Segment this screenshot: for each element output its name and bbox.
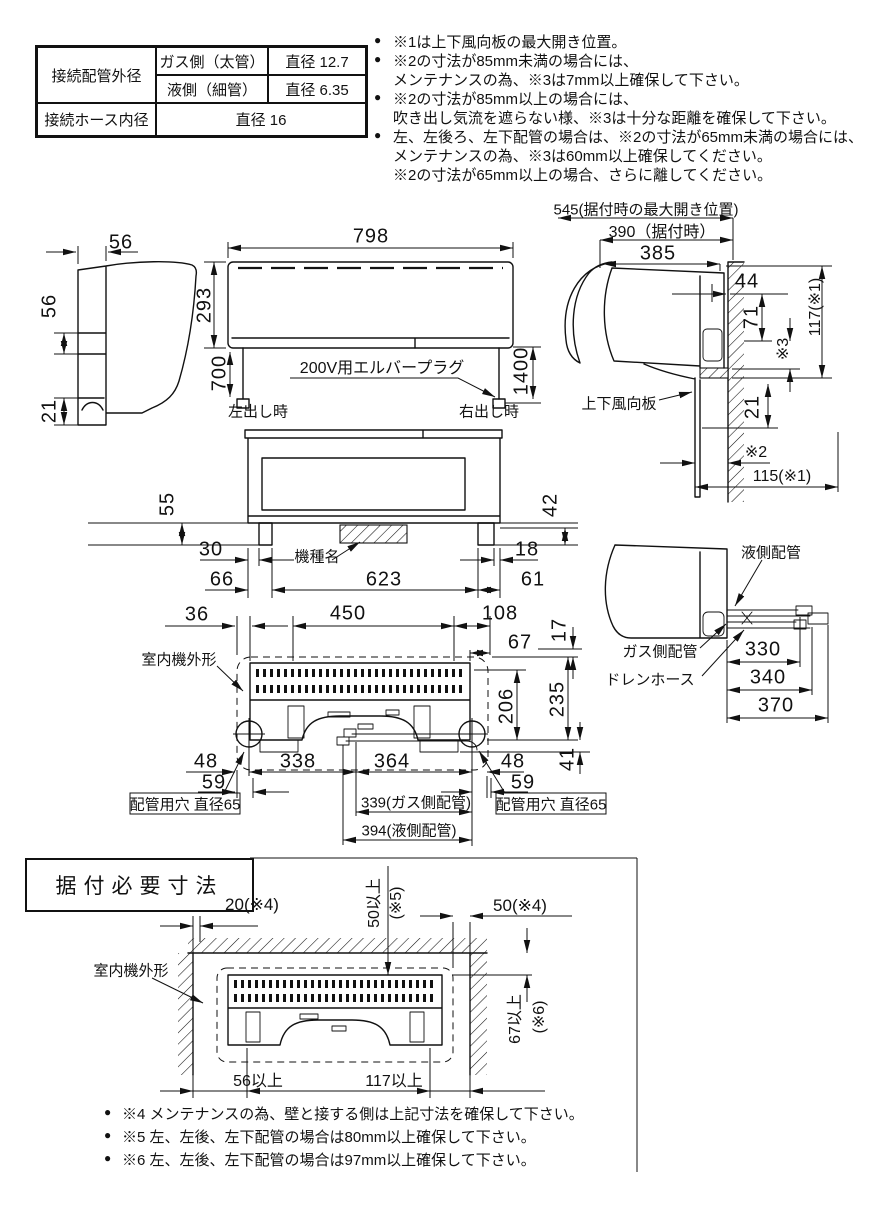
install-outline-label: 室内機外形 (93, 962, 169, 980)
dim-798: 798 (352, 225, 390, 248)
install-note-line: ※5 左、左後、左下配管の場合は80mm以上確保して下さい。 (122, 1129, 536, 1146)
note-line: メンテナンスの為、※3は60mm以上確保してください。 (393, 148, 772, 165)
spec-hose-label: 接続ホース内径 (37, 103, 156, 136)
unit-outline-label: 室内機外形 (141, 651, 217, 669)
dim-56-top: 56 (108, 231, 134, 254)
dim-67min: 67以上 (507, 994, 524, 1044)
dim-50min-ref5: (※5) (388, 886, 405, 920)
dim-339-gas: 339(ガス側配管) (360, 794, 472, 812)
dim-56-left: 56 (38, 293, 61, 319)
note-line: 左、左後ろ、左下配管の場合は、※2の寸法が65mm未満の場合には、 (393, 129, 864, 146)
dim-18: 18 (514, 538, 540, 561)
dim-67min-ref6: (※6) (531, 1000, 548, 1034)
rear-view (129, 616, 607, 846)
note-line: メンテナンスの為、※3は7mm以上確保して下さい。 (393, 72, 749, 89)
dim-293: 293 (193, 286, 216, 324)
dim-450: 450 (329, 602, 367, 625)
vane-label: 上下風向板 (581, 395, 657, 413)
dim-108: 108 (481, 602, 519, 625)
dim-21-left: 21 (38, 398, 61, 424)
side-view-right (558, 214, 839, 503)
install-title-box: 据付必要寸法 (25, 858, 254, 912)
note-bullet: ● (374, 128, 382, 142)
dim-66: 66 (209, 568, 235, 591)
dim-394-liquid: 394(液側配管) (361, 822, 457, 840)
install-note-bullet: ● (104, 1151, 112, 1165)
liquid-pipe-label: 液側配管 (740, 544, 802, 562)
install-note-line: ※6 左、左後、左下配管の場合は97mm以上確保して下さい。 (122, 1152, 536, 1169)
dim-ref3: ※3 (775, 337, 792, 361)
right-out-label: 右出し時 (458, 403, 520, 421)
pipe-side-view (604, 544, 829, 723)
dim-61: 61 (520, 568, 546, 591)
note-bullet: ● (374, 90, 382, 104)
dim-1400: 1400 (510, 346, 533, 396)
install-note-line: ※4 メンテナンスの為、壁と接する側は上記寸法を確保して下さい。 (122, 1106, 584, 1123)
install-note-bullet: ● (104, 1105, 112, 1119)
note-line: ※2の寸法が85mm以上の場合には、 (393, 91, 639, 108)
side-view-left (46, 246, 198, 426)
dim-36: 36 (184, 603, 210, 626)
note-line: ※2の寸法が85mm未満の場合には、 (393, 53, 639, 70)
dim-385: 385 (639, 242, 677, 265)
pipe-spec-table: 接続配管外径 ガス側（太管） 直径 12.7 液側（細管） 直径 6.35 接続… (35, 45, 368, 138)
model-name-label: 機種名 (294, 548, 340, 566)
gas-pipe-label: ガス側配管 (622, 643, 698, 661)
dim-390: 390（据付時） (608, 224, 716, 241)
pipe-hole-label-left: 配管用穴 直径65 (129, 796, 241, 814)
dim-700: 700 (208, 354, 231, 392)
spec-outer-dia-label: 接続配管外径 (37, 47, 156, 103)
dim-41: 41 (556, 746, 579, 772)
dim-545: 545(据付時の最大開き位置) (553, 201, 739, 219)
bottom-view (88, 429, 578, 598)
install-title: 据付必要寸法 (55, 875, 224, 898)
dim-117min: 117以上 (365, 1073, 423, 1090)
dim-330: 330 (744, 638, 782, 661)
dim-340: 340 (749, 666, 787, 689)
dim-21-right: 21 (741, 394, 764, 420)
dim-206: 206 (495, 687, 518, 725)
spec-liquid-val: 直径 6.35 (268, 75, 366, 103)
dim-44: 44 (734, 270, 760, 293)
note-line: 吹き出し気流を遮らない様、※3は十分な距離を確保して下さい。 (393, 110, 836, 127)
dim-56min: 56以上 (233, 1073, 283, 1090)
dim-338: 338 (279, 750, 317, 773)
install-note-bullet: ● (104, 1128, 112, 1142)
note-bullet: ● (374, 33, 382, 47)
dim-20-ref4: 20(※4) (225, 895, 279, 914)
spec-gas-val: 直径 12.7 (268, 47, 366, 75)
dim-67: 67 (507, 631, 533, 654)
dim-48-left: 48 (193, 750, 219, 773)
dim-115: 115(※1) (752, 468, 812, 485)
dim-ref2: ※2 (744, 444, 768, 461)
dim-50min: 50以上 (366, 878, 383, 928)
left-out-label: 左出し時 (227, 403, 289, 421)
spec-liquid-key: 液側（細管） (156, 75, 268, 103)
dim-117: 117(※1) (807, 277, 824, 337)
note-line: ※1は上下風向板の最大開き位置。 (393, 34, 627, 51)
front-view (204, 242, 541, 409)
dim-59-right: 59 (510, 771, 536, 794)
install-section (151, 857, 638, 1172)
spec-gas-key: ガス側（太管） (156, 47, 268, 75)
dim-623: 623 (365, 568, 403, 591)
dim-48-right: 48 (500, 750, 526, 773)
dim-55: 55 (156, 491, 179, 517)
dim-30: 30 (198, 538, 224, 561)
dim-42: 42 (539, 492, 562, 518)
plug-label: 200V用エルバープラグ (299, 360, 465, 377)
dim-59-left: 59 (201, 771, 227, 794)
drain-hose-label: ドレンホース (605, 671, 695, 689)
dim-17: 17 (548, 617, 571, 643)
note-line: ※2の寸法が65mm以上の場合、さらに離してください。 (393, 167, 773, 184)
pipe-hole-label-right: 配管用穴 直径65 (495, 796, 607, 814)
dim-370: 370 (757, 694, 795, 717)
dim-364: 364 (373, 750, 411, 773)
dim-235: 235 (546, 680, 569, 718)
note-bullet: ● (374, 52, 382, 66)
dim-71: 71 (740, 304, 763, 330)
spec-hose-val: 直径 16 (156, 103, 366, 136)
dim-50-ref4: 50(※4) (493, 896, 547, 915)
